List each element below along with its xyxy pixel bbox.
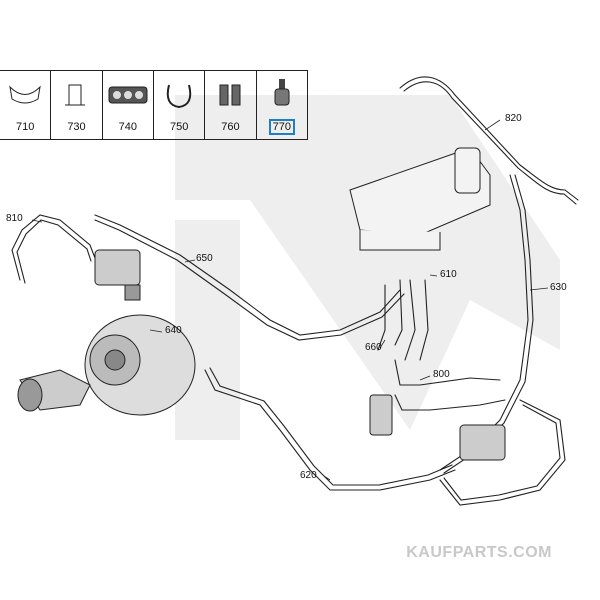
double-clip-icon (219, 84, 241, 106)
right-valve (459, 424, 506, 461)
callout-650[interactable]: 650 (196, 253, 213, 264)
callout-820[interactable]: 820 (505, 113, 522, 124)
callout-810[interactable]: 810 (6, 213, 23, 224)
legend-num: 730 (67, 121, 86, 133)
hose-810 (11, 214, 96, 281)
callout-620[interactable]: 620 (300, 470, 317, 481)
solenoid-valve (94, 249, 141, 301)
callout-640[interactable]: 640 (165, 325, 182, 336)
triple-hose-holder-icon (108, 86, 148, 104)
legend-num-selected: 770 (268, 119, 295, 135)
legend-num: 760 (221, 121, 240, 133)
legend-num: 750 (169, 121, 189, 133)
callout-660[interactable]: 660 (365, 342, 382, 353)
clamp-clip-icon (9, 85, 41, 104)
center-valve (369, 394, 393, 436)
callout-800[interactable]: 800 (433, 369, 450, 380)
background-logo (175, 95, 560, 440)
hose-820 (399, 76, 579, 201)
legend-item-740[interactable]: 740 (103, 71, 154, 139)
watermark: KAUFPARTS.COM (406, 544, 552, 561)
legend-item-730[interactable]: 730 (51, 71, 103, 139)
hose-620 (204, 369, 456, 491)
legend-num: 740 (118, 121, 137, 133)
c-clip-icon (166, 84, 192, 109)
hose-650 (94, 214, 401, 336)
legend-num: 710 (15, 121, 35, 133)
legend-item-760[interactable]: 760 (205, 71, 257, 139)
charcoal-canister (349, 147, 491, 251)
callout-610[interactable]: 610 (440, 269, 457, 280)
check-valve-icon (274, 79, 290, 106)
legend-item-710[interactable]: 710 (0, 71, 52, 139)
water-pump (17, 314, 196, 416)
bracket-clip-icon (65, 84, 86, 106)
legend-item-750[interactable]: 750 (154, 71, 206, 139)
callout-630[interactable]: 630 (550, 282, 567, 293)
legend-item-770[interactable]: 770 (257, 71, 307, 139)
parts-legend: 710 730 740 750 760 (0, 70, 308, 140)
